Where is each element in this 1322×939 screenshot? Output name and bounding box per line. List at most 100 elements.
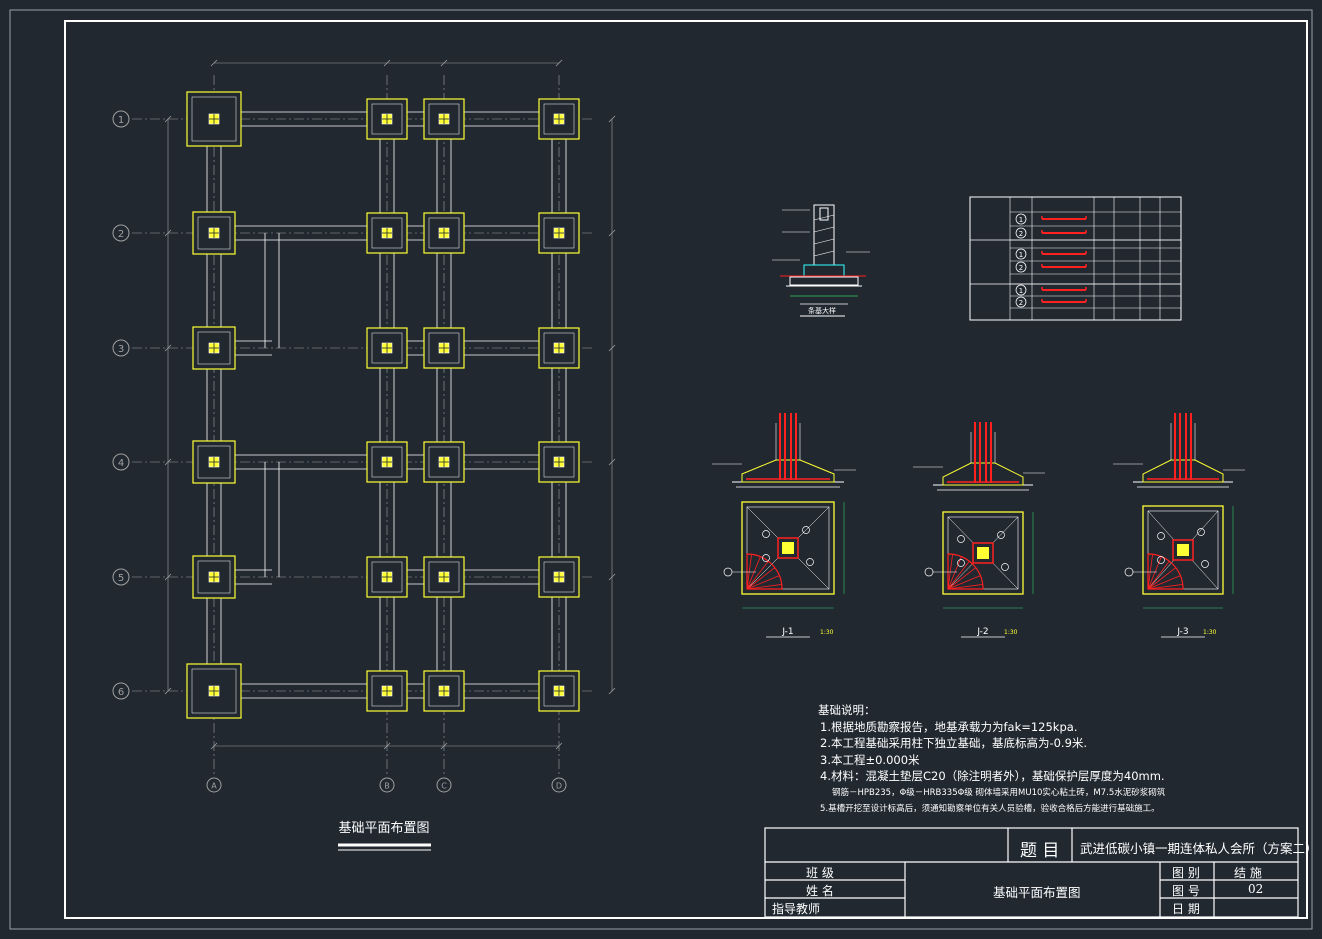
isolated-footing (538, 327, 580, 369)
note-2: 2.本工程基础采用柱下独立基础，基底标高为-0.9米. (820, 736, 1088, 750)
bar-mark-bubble (1015, 296, 1027, 308)
tb-subject-label: 题 目 (1020, 841, 1060, 861)
note-4: 4.材料：混凝土垫层C20（除注明者外），基础保护层厚度为40mm. (820, 769, 1165, 783)
tb-number-value: 02 (1248, 882, 1264, 896)
outer-frame (9, 9, 1313, 930)
footing-step (543, 217, 575, 249)
footing-scale-j2: 1:30 (1004, 629, 1018, 636)
footing-step (543, 446, 575, 478)
plan-callout-bubble (1157, 532, 1165, 540)
footing-step (371, 561, 403, 593)
footing-label-j1: J-1 (781, 627, 793, 637)
rebar-fan-line (947, 584, 983, 590)
dim-tick (608, 687, 616, 695)
footing-step (428, 561, 460, 593)
dim-tick (608, 115, 616, 123)
rebar-fan-line (1147, 554, 1153, 590)
footing-step (197, 331, 231, 365)
footing-label-j2: J-2 (976, 627, 988, 637)
footing-step (543, 675, 575, 707)
rebar-fan-line (947, 560, 970, 590)
plan-callout-bubble (762, 530, 770, 538)
rebar-fan-line (746, 584, 782, 590)
dim-tick (555, 59, 563, 67)
grid-label-col: B (384, 782, 390, 791)
dim-tick (440, 59, 448, 67)
bar-mark-number: 1 (1019, 216, 1023, 224)
dim-tick (440, 742, 448, 750)
tb-subject: 武进低碳小镇一期连体私人会所（方案二） (1080, 841, 1318, 856)
plan-callout-bubble (1124, 567, 1134, 577)
bar-mark-number: 2 (1019, 264, 1023, 272)
dim-tick (555, 742, 563, 750)
footing-step (428, 332, 460, 364)
tb-type-label: 图 别 (1172, 866, 1200, 880)
footing-step (543, 561, 575, 593)
plan-callout-bubble (997, 531, 1005, 539)
plan-callout-bubble (802, 526, 810, 534)
rebar-fan-line (746, 575, 780, 590)
dim-tick (164, 115, 172, 123)
bar-mark-number: 2 (1019, 230, 1023, 238)
footing-step (543, 332, 575, 364)
plan-callout-bubble (723, 567, 733, 577)
footing-step (371, 103, 403, 135)
grid-bubble-col (436, 777, 452, 793)
rebar-fan-line (947, 556, 962, 590)
dim-tick (164, 687, 172, 695)
bar-mark-bubble (1015, 284, 1027, 296)
rebar-fan-line (1147, 560, 1170, 590)
isolated-footing (366, 212, 408, 254)
plan-title: 基础平面布置图 (338, 821, 429, 836)
footing-step (371, 332, 403, 364)
plan-footing-outer (942, 511, 1024, 595)
footing-detail (1113, 413, 1245, 638)
plan-column-core (782, 542, 794, 554)
grid-bubble-row (112, 224, 130, 242)
plan-callout-bubble (957, 559, 965, 567)
note-5: 5.基槽开挖至设计标高后，须通知勘察单位有关人员验槽，验收合格后方能进行基础施工… (820, 804, 1160, 814)
footing-step (428, 217, 460, 249)
title-block (764, 827, 1299, 918)
rebar-fan-line (947, 567, 977, 590)
table-border (969, 196, 1182, 321)
plan-footing-outer (741, 501, 835, 595)
rebar-fan-line (947, 575, 981, 590)
dim-tick (608, 458, 616, 466)
grid-bubble-row (112, 568, 130, 586)
dim-tick (608, 229, 616, 237)
dim-tick (210, 59, 218, 67)
grid-bubble-row (112, 682, 130, 700)
grid-label-row: 5 (118, 573, 124, 584)
footing-details (712, 413, 1245, 638)
footing-step (371, 446, 403, 478)
grid-bubble-col (206, 777, 222, 793)
tb-date-label: 日 期 (1172, 902, 1200, 916)
dim-tick (164, 573, 172, 581)
note-4-line2: 钢筋－HPB235，Φ级－HRB335Φ级 砌体墙采用MU10实心粘土砖，M7.… (832, 787, 1166, 798)
grid-label-col: D (556, 782, 562, 791)
bar-mark-bubble (1015, 261, 1027, 273)
footing-step (428, 675, 460, 707)
inner-frame (64, 20, 1308, 919)
dim-tick (164, 344, 172, 352)
footing-step (191, 96, 237, 142)
tb-advisor-label: 指导教师 (772, 902, 821, 916)
footing-step (197, 445, 231, 479)
footing-detail (913, 422, 1045, 638)
plan-callout-bubble (1001, 563, 1009, 571)
grid-bubble-col (551, 777, 567, 793)
dim-tick (608, 344, 616, 352)
grid-label-col: A (211, 782, 217, 791)
bar-mark-number: 2 (1019, 299, 1023, 307)
plan-callout-bubble (762, 554, 770, 562)
grid-label-row: 2 (118, 229, 124, 240)
tb-name-label: 姓 名 (806, 884, 834, 898)
footing-step (191, 668, 237, 714)
rebar-fan-line (1147, 584, 1183, 590)
grid-label-row: 4 (118, 458, 124, 469)
notes-heading: 基础说明： (818, 703, 876, 717)
grid-bubble-row (112, 339, 130, 357)
